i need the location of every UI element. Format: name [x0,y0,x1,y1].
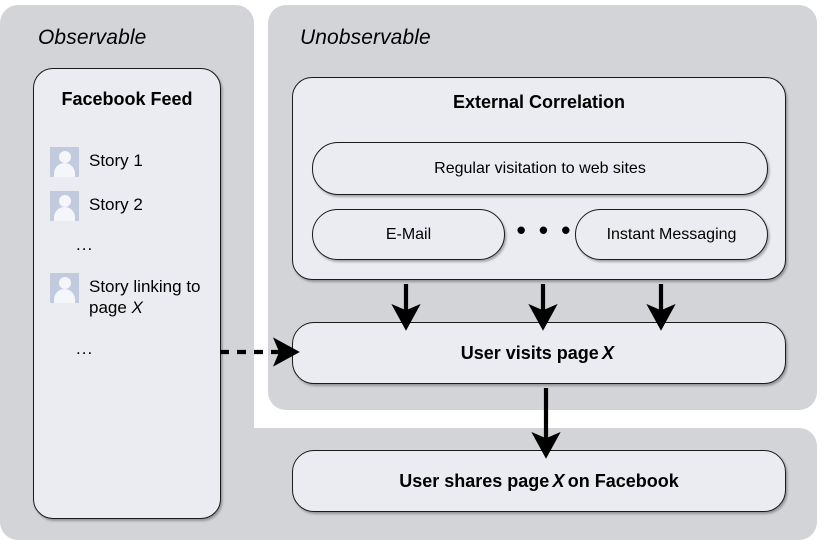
node-user-shares-page[interactable]: User shares page X on Facebook [292,450,786,512]
zone-unobservable-label: Unobservable [300,26,431,49]
node-user-visits-page[interactable]: User visits page X [292,322,786,384]
list-item[interactable]: Story 1 [50,147,210,177]
ellipsis-separator: • • • [516,214,574,245]
feed-ellipsis: ... [76,338,94,358]
pill-instant-messaging-label: Instant Messaging [606,225,737,243]
list-item[interactable]: Story linking to page X [50,273,210,319]
feed-story-list: Story 1 Story 2 ... Story linking to pag… [50,147,210,359]
user-avatar-icon [50,147,79,177]
pill-instant-messaging[interactable]: Instant Messaging [575,209,768,260]
user-avatar-icon [50,191,79,221]
facebook-feed-card: Facebook Feed Story 1 Story 2 ... Stor [33,68,221,519]
user-avatar-icon [50,273,79,303]
external-correlation-card: External Correlation Regular visitation … [292,77,786,280]
external-correlation-title: External Correlation [452,92,626,112]
list-item-label: Story 1 [89,151,143,170]
list-item-label: Story linking to page X [89,277,201,318]
node-user-shares-page-label: User shares page X on Facebook [399,470,679,491]
list-item-label: Story 2 [89,195,143,214]
pill-regular-visitation[interactable]: Regular visitation to web sites [312,142,768,195]
pill-email[interactable]: E-Mail [312,209,505,260]
node-user-visits-page-label: User visits page X [460,342,615,363]
pill-regular-visitation-label: Regular visitation to web sites [434,159,646,177]
zone-observable-label: Observable [38,26,147,49]
list-item[interactable]: Story 2 [50,191,210,221]
facebook-feed-title: Facebook Feed [61,89,193,109]
feed-ellipsis: ... [76,235,94,254]
pill-email-label: E-Mail [385,225,432,243]
